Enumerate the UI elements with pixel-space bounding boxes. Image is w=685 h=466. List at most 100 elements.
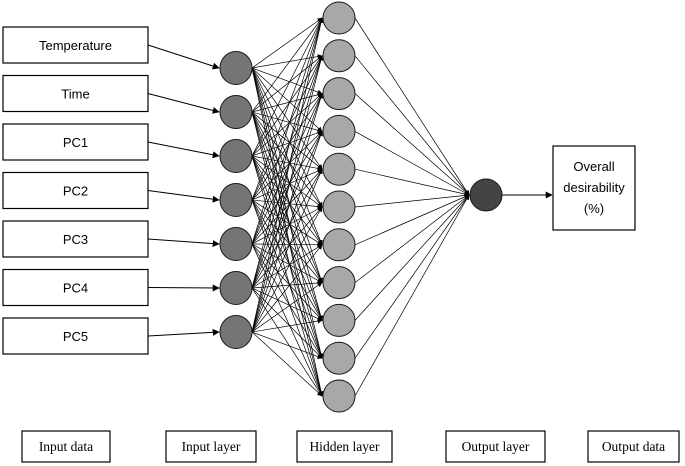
connection-line — [251, 17, 324, 333]
input-data-box — [2, 268, 149, 307]
connection-line — [251, 331, 323, 397]
input-data-label: Time — [61, 87, 89, 102]
connection-line — [251, 17, 323, 69]
hidden-neuron — [322, 341, 356, 375]
connection-line — [251, 282, 323, 333]
connection-line — [251, 111, 323, 170]
connection-line — [251, 93, 323, 201]
output-data-box — [552, 145, 636, 231]
input-data-box — [2, 123, 149, 161]
layer-caption-label: Hidden layer — [309, 439, 380, 454]
connection-line — [354, 194, 470, 321]
connection-line — [251, 130, 323, 289]
input-neuron — [219, 315, 253, 349]
connection-line — [251, 55, 323, 201]
hidden-neuron — [322, 39, 356, 73]
connection-line — [251, 168, 323, 289]
connection-line — [251, 168, 323, 333]
connection-line — [251, 206, 323, 289]
connection-line — [251, 111, 324, 359]
input-neuron — [219, 183, 253, 217]
connection-line — [251, 206, 323, 333]
layer-caption-label: Output layer — [462, 439, 530, 454]
connection-line — [251, 17, 324, 245]
connection-line — [251, 244, 323, 333]
input-data-box — [2, 26, 149, 64]
connection-line — [251, 111, 323, 284]
connection-line — [251, 92, 323, 113]
hidden-neuron — [322, 114, 356, 148]
input-data-box — [2, 317, 149, 355]
hidden-neuron — [322, 77, 356, 111]
connection-line — [251, 199, 323, 397]
connection-line — [251, 155, 323, 359]
input-neuron — [219, 139, 253, 173]
output-label-line-1: Overall — [573, 159, 614, 174]
connection-line — [251, 17, 323, 113]
connection-line — [354, 55, 470, 196]
connection-line — [251, 17, 323, 157]
output-neuron — [469, 178, 503, 212]
connection-line — [251, 242, 323, 248]
hidden-neuron — [322, 303, 356, 337]
hidden-neuron — [322, 228, 356, 262]
connection-line — [251, 17, 324, 289]
input-arrow — [147, 93, 220, 114]
connection-line — [251, 55, 323, 113]
connection-line — [251, 287, 323, 397]
connection-line — [251, 199, 323, 321]
neurons — [219, 1, 503, 413]
connection-line — [251, 155, 323, 284]
connection-line — [251, 199, 323, 283]
connection-line — [251, 67, 323, 208]
connection-line — [251, 55, 323, 157]
connection-line — [251, 155, 324, 397]
layer-caption-box — [165, 430, 257, 463]
connection-line — [251, 93, 324, 333]
input-neuron — [219, 95, 253, 129]
connection-line — [251, 331, 323, 359]
input-data-label: PC5 — [63, 329, 88, 344]
connection-line — [251, 111, 323, 208]
input-arrow — [147, 238, 220, 248]
connection-line — [251, 55, 323, 245]
input-arrow — [147, 328, 220, 337]
connection-line — [251, 155, 323, 246]
connection-line — [354, 93, 470, 196]
input-arrow — [147, 44, 220, 70]
output-label-line-3: (%) — [584, 201, 604, 216]
layer-caption-label: Input layer — [182, 439, 241, 454]
connection-line — [354, 131, 470, 196]
connection-line — [251, 287, 323, 359]
output-data: Overall desirability (%) — [552, 145, 636, 231]
hidden-neuron — [322, 152, 356, 186]
layer-caption-box — [587, 430, 680, 463]
hidden-neuron — [322, 379, 356, 413]
connection-line — [251, 130, 323, 333]
connection-line — [251, 130, 323, 245]
connection-line — [251, 155, 323, 171]
connection-line — [251, 67, 323, 170]
layer-caption-label: Input data — [39, 439, 93, 454]
connection-line — [251, 131, 323, 201]
input-data-box — [2, 74, 149, 113]
hidden-neuron — [322, 190, 356, 224]
connection-line — [251, 55, 324, 289]
connection-line — [251, 168, 323, 201]
connection-line — [354, 194, 470, 283]
connection-line — [251, 243, 323, 397]
input-arrow — [147, 284, 220, 292]
input-neuron — [219, 271, 253, 305]
layer-caption-label: Output data — [602, 439, 665, 454]
connection-line — [251, 243, 323, 321]
connection-line — [251, 199, 323, 209]
connection-line — [251, 155, 323, 208]
connection-line — [251, 243, 323, 359]
connection-line — [251, 111, 324, 397]
input-arrows — [147, 44, 553, 337]
connection-line — [251, 67, 323, 132]
connection-line — [354, 193, 470, 208]
connection-line — [251, 93, 323, 157]
